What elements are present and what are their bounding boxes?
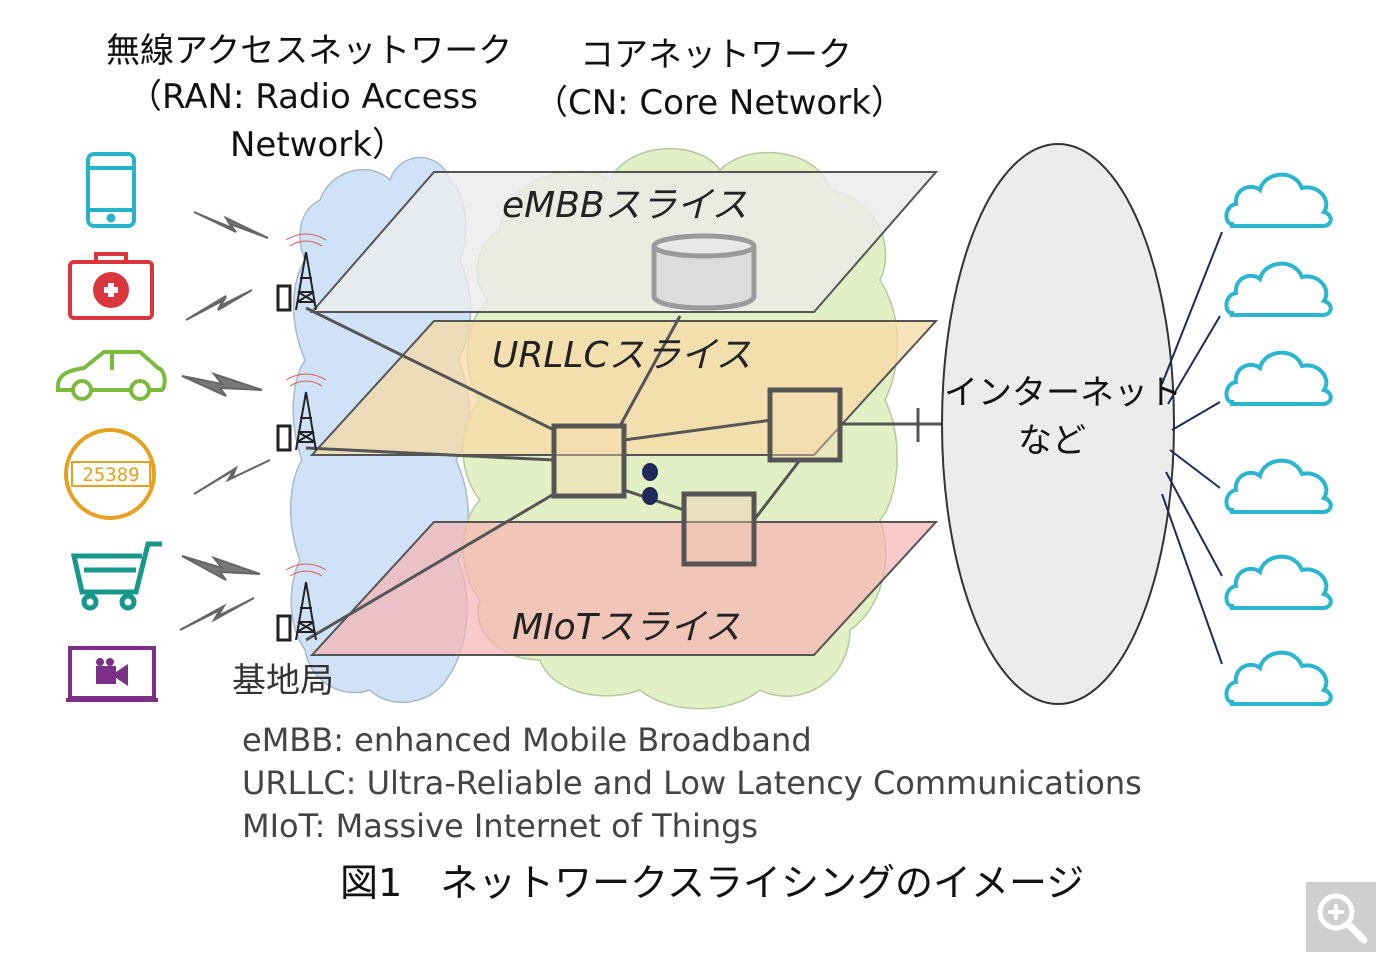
figure-caption: 図1 ネットワークスライシングのイメージ	[340, 861, 1085, 905]
car-icon	[56, 350, 167, 401]
miot-slice-label: MIoTスライス	[512, 607, 741, 648]
cloud-icon	[1224, 650, 1333, 706]
legend-urllc: URLLC: Ultra-Reliable and Low Latency Co…	[242, 764, 1142, 802]
lightning-icon	[193, 211, 269, 239]
core-network-subtitle: （CN: Core Network）	[534, 83, 905, 123]
antenna-tower-icon	[276, 373, 327, 452]
internet-label-line2: など	[1018, 421, 1086, 461]
lightning-icon	[179, 597, 255, 631]
lightning-icon	[181, 371, 263, 397]
base-station-towers	[276, 233, 327, 642]
legend-miot: MIoT: Massive Internet of Things	[242, 807, 759, 845]
urllc-slice-label: URLLCスライス	[492, 335, 752, 376]
lightning-icon	[185, 289, 253, 321]
cloud-icons	[1224, 172, 1333, 706]
database-icon	[651, 233, 757, 311]
ran-subtitle-line2: Network）	[230, 125, 406, 165]
video-camera-icon	[66, 646, 158, 702]
antenna-tower-icon	[276, 233, 327, 312]
lightning-icon	[193, 459, 271, 495]
smartphone-icon	[86, 152, 136, 228]
zoom-in-icon	[1317, 893, 1368, 944]
core-node-3	[681, 491, 757, 567]
ran-subtitle-line1: （RAN: Radio Access	[128, 77, 478, 117]
core-network-title: コアネットワーク	[580, 35, 852, 75]
cloud-icon	[1224, 350, 1333, 406]
wireless-signal-icons	[179, 211, 271, 631]
cloud-icon	[1224, 458, 1333, 514]
ran-title: 無線アクセスネットワーク	[106, 31, 513, 71]
meter-reading: 25389	[82, 464, 139, 486]
medical-kit-icon	[68, 252, 154, 320]
meter-icon: 25389	[64, 428, 156, 520]
internet-ellipse	[941, 143, 1175, 705]
embb-slice-label: eMBBスライス	[502, 185, 748, 226]
urllc-slice-plane	[309, 320, 939, 456]
lightning-icon	[181, 555, 261, 581]
base-station-label: 基地局	[232, 661, 334, 701]
ellipsis-dot-2	[642, 487, 658, 505]
internet-links	[1161, 231, 1223, 665]
ellipsis-dot-1	[642, 463, 658, 481]
shopping-cart-icon	[70, 541, 162, 611]
zoom-in-button[interactable]	[1306, 882, 1376, 952]
core-node-1	[551, 423, 627, 499]
legend-embb: eMBB: enhanced Mobile Broadband	[242, 721, 812, 759]
embb-slice-plane	[309, 171, 939, 313]
core-node-2	[767, 387, 843, 463]
cloud-icon	[1224, 554, 1333, 610]
internet-label-line1: インターネット	[944, 373, 1182, 413]
antenna-tower-icon	[276, 563, 327, 642]
cloud-icon	[1224, 172, 1333, 228]
miot-slice-plane	[309, 521, 939, 656]
cloud-icon	[1224, 261, 1333, 317]
